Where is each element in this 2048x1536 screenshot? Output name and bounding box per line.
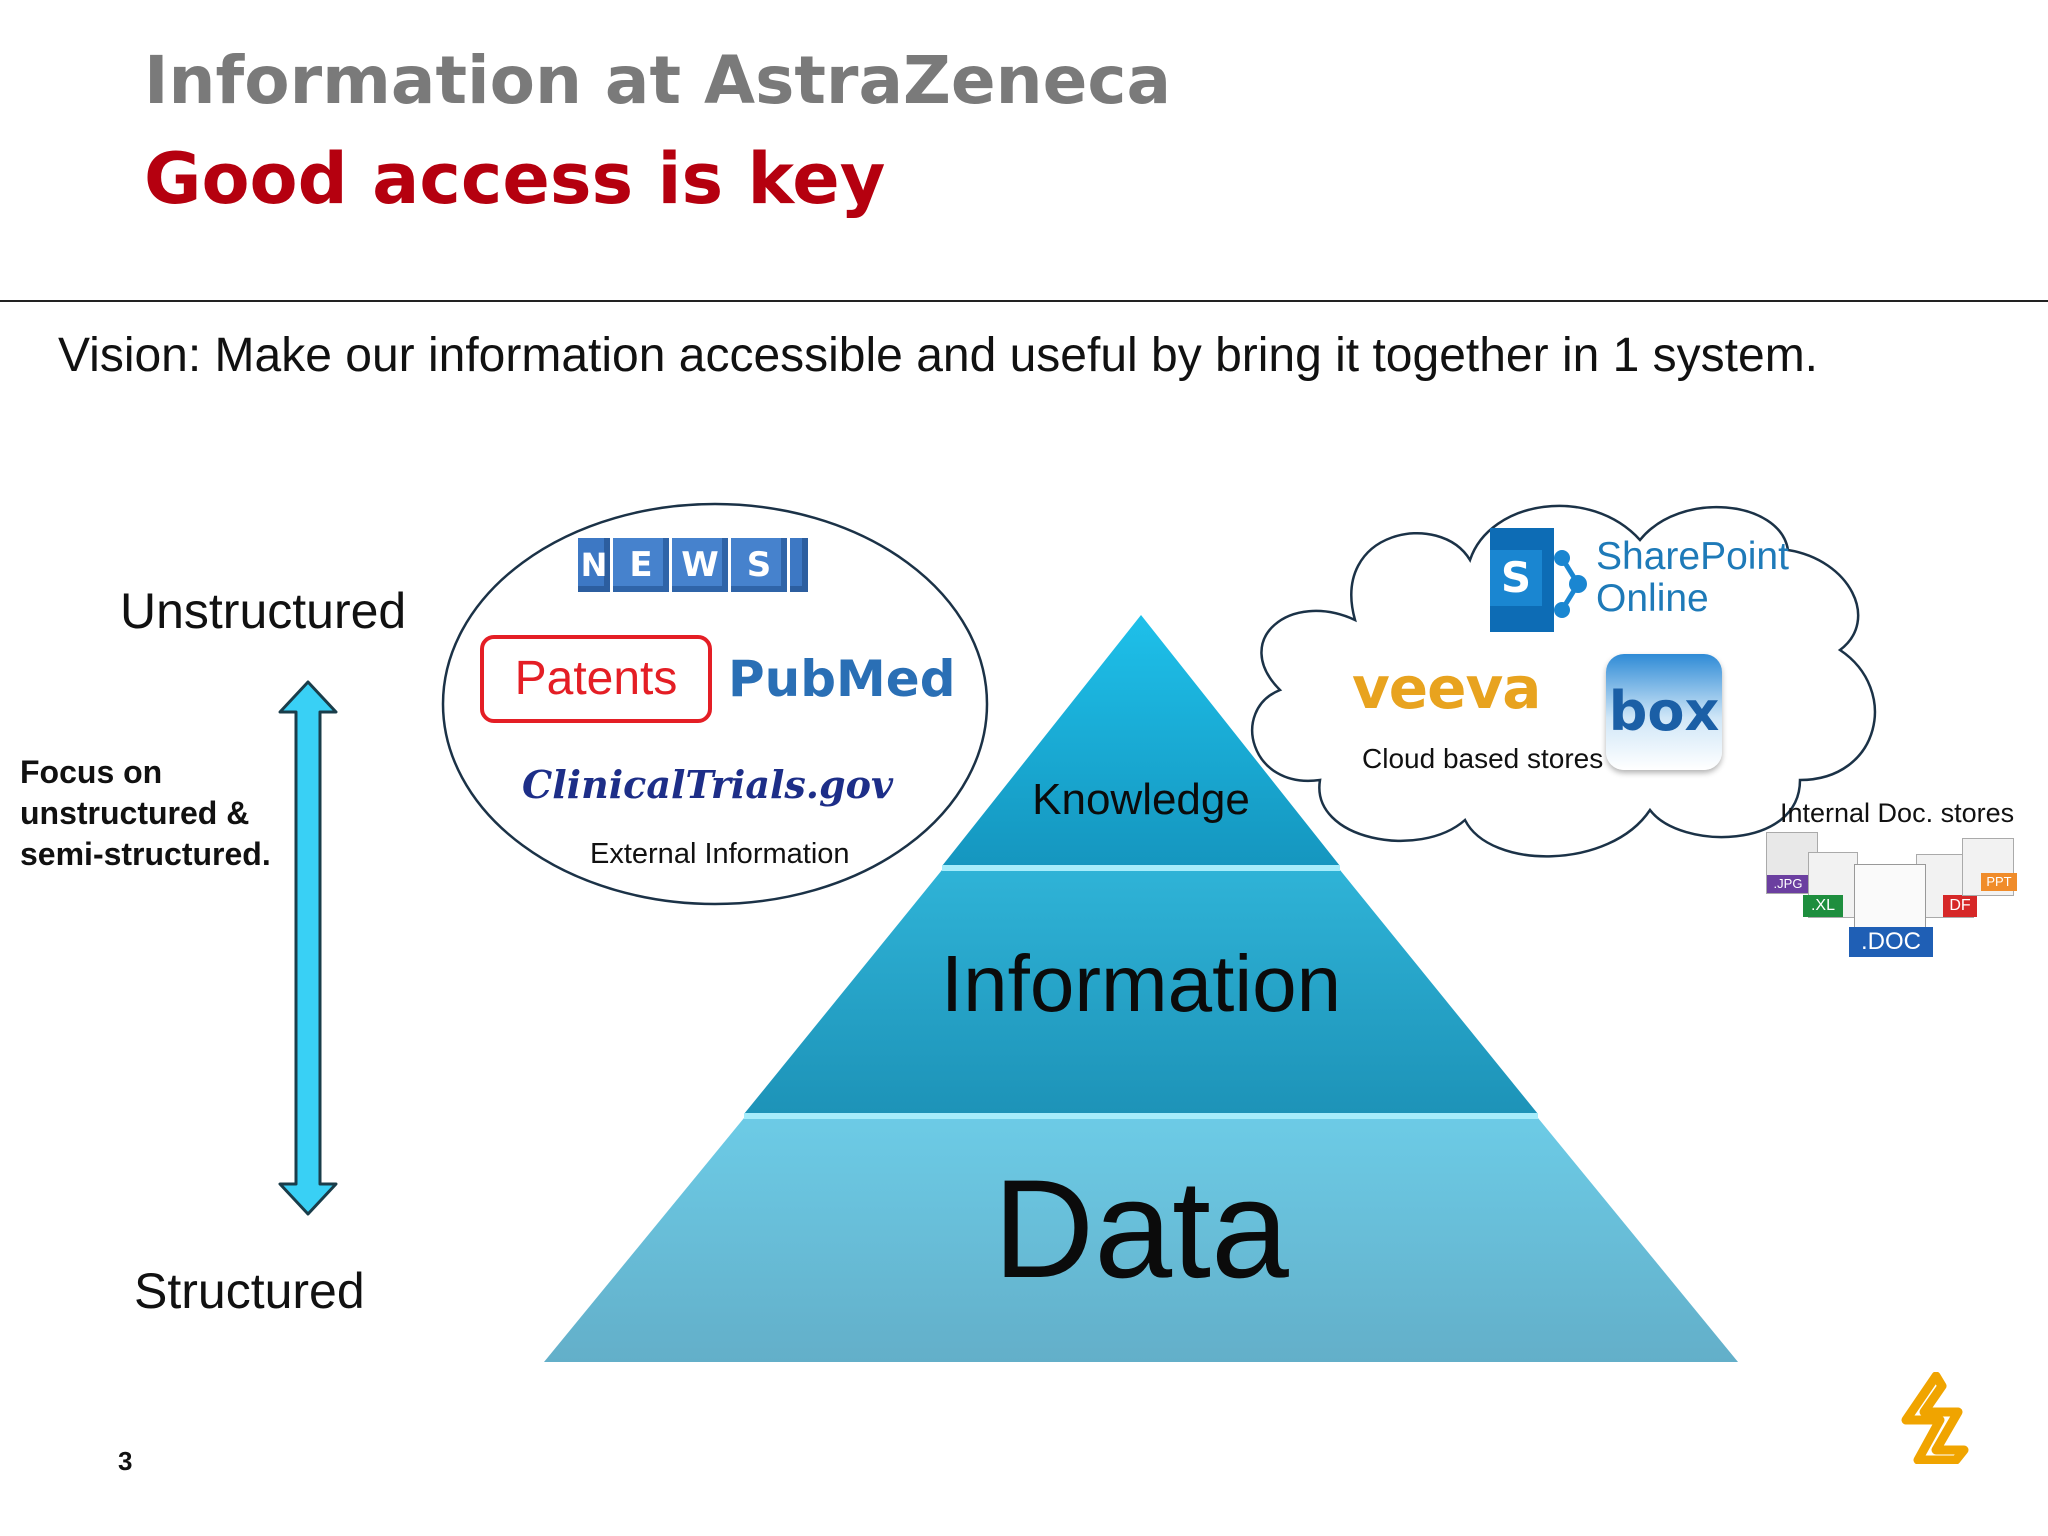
sharepoint-line-1: SharePoint <box>1596 535 1789 578</box>
news-cubes: N E W S <box>578 538 808 592</box>
news-cube-edge <box>790 538 808 592</box>
unstructured-label: Unstructured <box>120 583 407 639</box>
pyramid-tier-information <box>744 870 1538 1114</box>
doc-file-icon: .DOC <box>1849 864 1933 957</box>
document-icons-cluster: .JPG .XL DF PPT .DOC <box>1766 832 2026 962</box>
patents-logo: Patents <box>480 635 712 723</box>
sharepoint-online-label: SharePoint Online <box>1596 536 1789 620</box>
clinicaltrials-logo: ClinicalTrials.gov <box>522 762 894 807</box>
pyramid-tier-data <box>544 1118 1738 1362</box>
vision-statement: Vision: Make our information accessible … <box>58 329 1819 382</box>
xls-file-icon: .XL <box>1803 852 1858 918</box>
external-info-ellipse <box>441 502 989 906</box>
slide-title: Information at AstraZeneca <box>144 42 1172 119</box>
veeva-logo: veeva <box>1352 654 1541 722</box>
cloud-stores-caption: Cloud based stores <box>1362 743 1604 774</box>
structured-label: Structured <box>134 1263 365 1319</box>
pyramid-tier-knowledge <box>942 615 1340 866</box>
sharepoint-connector-icon <box>1554 550 1587 618</box>
news-cube-w: W <box>672 538 728 592</box>
cloud-shape <box>1251 504 1877 858</box>
header-divider <box>0 300 2048 302</box>
focus-line-1: Focus on <box>20 754 163 790</box>
sharepoint-icon: S <box>1490 528 1554 632</box>
pubmed-logo: PubMed <box>728 650 956 708</box>
internal-stores-caption: Internal Doc. stores <box>1780 798 2015 828</box>
sharepoint-line-2: Online <box>1596 577 1709 620</box>
pyramid-label-information: Information <box>940 939 1342 1028</box>
astrazeneca-logo-icon <box>1901 1372 1969 1464</box>
focus-line-3: semi-structured. <box>20 836 271 872</box>
news-cube-e: E <box>613 538 669 592</box>
news-cube-n: N <box>578 538 610 592</box>
focus-line-2: unstructured & <box>20 795 250 831</box>
pyramid-label-knowledge: Knowledge <box>1032 775 1250 824</box>
ppt-file-icon: PPT <box>1962 838 2017 896</box>
box-logo: box <box>1606 654 1722 770</box>
pyramid-label-data: Data <box>993 1150 1289 1307</box>
sharepoint-icon-letter: S <box>1490 550 1542 606</box>
page-number: 3 <box>118 1446 133 1476</box>
news-cube-s: S <box>731 538 787 592</box>
slide-subtitle: Good access is key <box>144 138 886 220</box>
external-info-caption: External Information <box>590 838 850 870</box>
focus-note: Focus on unstructured & semi-structured. <box>20 752 271 875</box>
double-arrow <box>278 680 338 1216</box>
